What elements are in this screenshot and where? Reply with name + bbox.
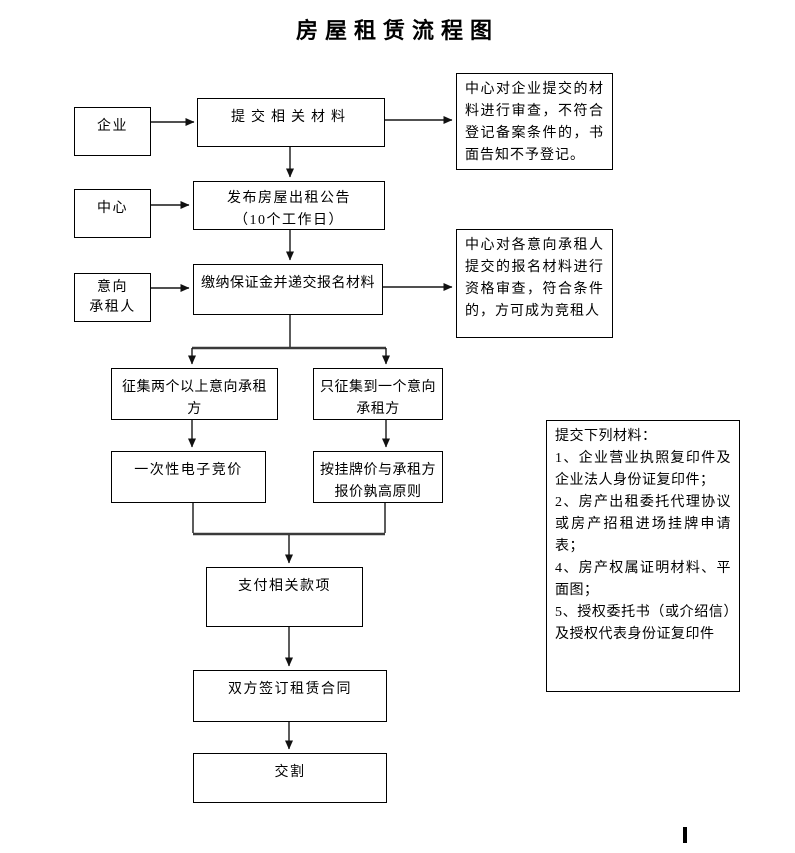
node-e-bidding-label: 一次性电子竞价 xyxy=(134,463,243,478)
node-submit-materials-label: 提交相关材料 xyxy=(231,110,351,125)
materials-header: 提交下列材料： xyxy=(555,429,657,444)
node-payment-label: 支付相关款项 xyxy=(238,579,331,594)
node-single-tenant: 只征集到一个意向 承租方 xyxy=(313,368,443,420)
node-handover: 交割 xyxy=(193,753,387,803)
node-submit-materials: 提交相关材料 xyxy=(197,98,385,147)
text-cursor xyxy=(683,827,687,843)
page-title: 房屋租赁流程图 xyxy=(295,18,499,43)
node-enterprise: 企业 xyxy=(74,107,151,156)
note-qualification-review-text: 中心对各意向承租人提交的报名材料进行资格审查，符合条件的，方可成为竞租人 xyxy=(465,238,604,319)
node-pay-deposit-label: 缴纳保证金并递交报名材料 xyxy=(201,276,375,291)
note-material-review-text: 中心对企业提交的材料进行审查，不符合登记备案条件的，书面告知不予登记。 xyxy=(465,82,604,163)
note-material-review: 中心对企业提交的材料进行审查，不符合登记备案条件的，书面告知不予登记。 xyxy=(456,73,613,170)
node-pay-deposit: 缴纳保证金并递交报名材料 xyxy=(193,264,383,315)
node-higher-price-rule: 按挂牌价与承租方 报价孰高原则 xyxy=(313,451,443,503)
node-publish-notice-label: 发布房屋出租公告 （10个工作日） xyxy=(227,191,351,228)
node-intended-tenant: 意向 承租人 xyxy=(74,273,151,322)
node-handover-label: 交割 xyxy=(274,765,306,780)
node-intended-tenant-label: 意向 承租人 xyxy=(89,279,136,315)
materials-item-3: 4、房产权属证明材料、平面图； xyxy=(555,561,731,598)
node-single-tenant-label: 只征集到一个意向 承租方 xyxy=(320,380,436,417)
node-e-bidding: 一次性电子竞价 xyxy=(111,451,266,503)
materials-item-2: 2、房产出租委托代理协议或房产招租进场挂牌申请表； xyxy=(555,495,731,554)
node-sign-contract-label: 双方签订租赁合同 xyxy=(228,682,352,697)
node-multiple-tenants: 征集两个以上意向承租 方 xyxy=(111,368,278,420)
node-enterprise-label: 企业 xyxy=(97,119,128,134)
node-higher-price-rule-label: 按挂牌价与承租方 报价孰高原则 xyxy=(320,463,436,500)
node-payment: 支付相关款项 xyxy=(206,567,363,627)
node-sign-contract: 双方签订租赁合同 xyxy=(193,670,387,722)
node-center-label: 中心 xyxy=(97,201,128,216)
note-qualification-review: 中心对各意向承租人提交的报名材料进行资格审查，符合条件的，方可成为竞租人 xyxy=(456,229,613,338)
materials-item-4: 5、授权委托书（或介绍信）及授权代表身份证复印件 xyxy=(555,605,731,642)
node-center: 中心 xyxy=(74,189,151,238)
materials-item-1: 1、企业营业执照复印件及企业法人身份证复印件； xyxy=(555,451,731,488)
materials-list-box: 提交下列材料： 1、企业营业执照复印件及企业法人身份证复印件； 2、房产出租委托… xyxy=(546,420,740,692)
node-publish-notice: 发布房屋出租公告 （10个工作日） xyxy=(193,181,385,230)
node-multiple-tenants-label: 征集两个以上意向承租 方 xyxy=(122,380,267,417)
